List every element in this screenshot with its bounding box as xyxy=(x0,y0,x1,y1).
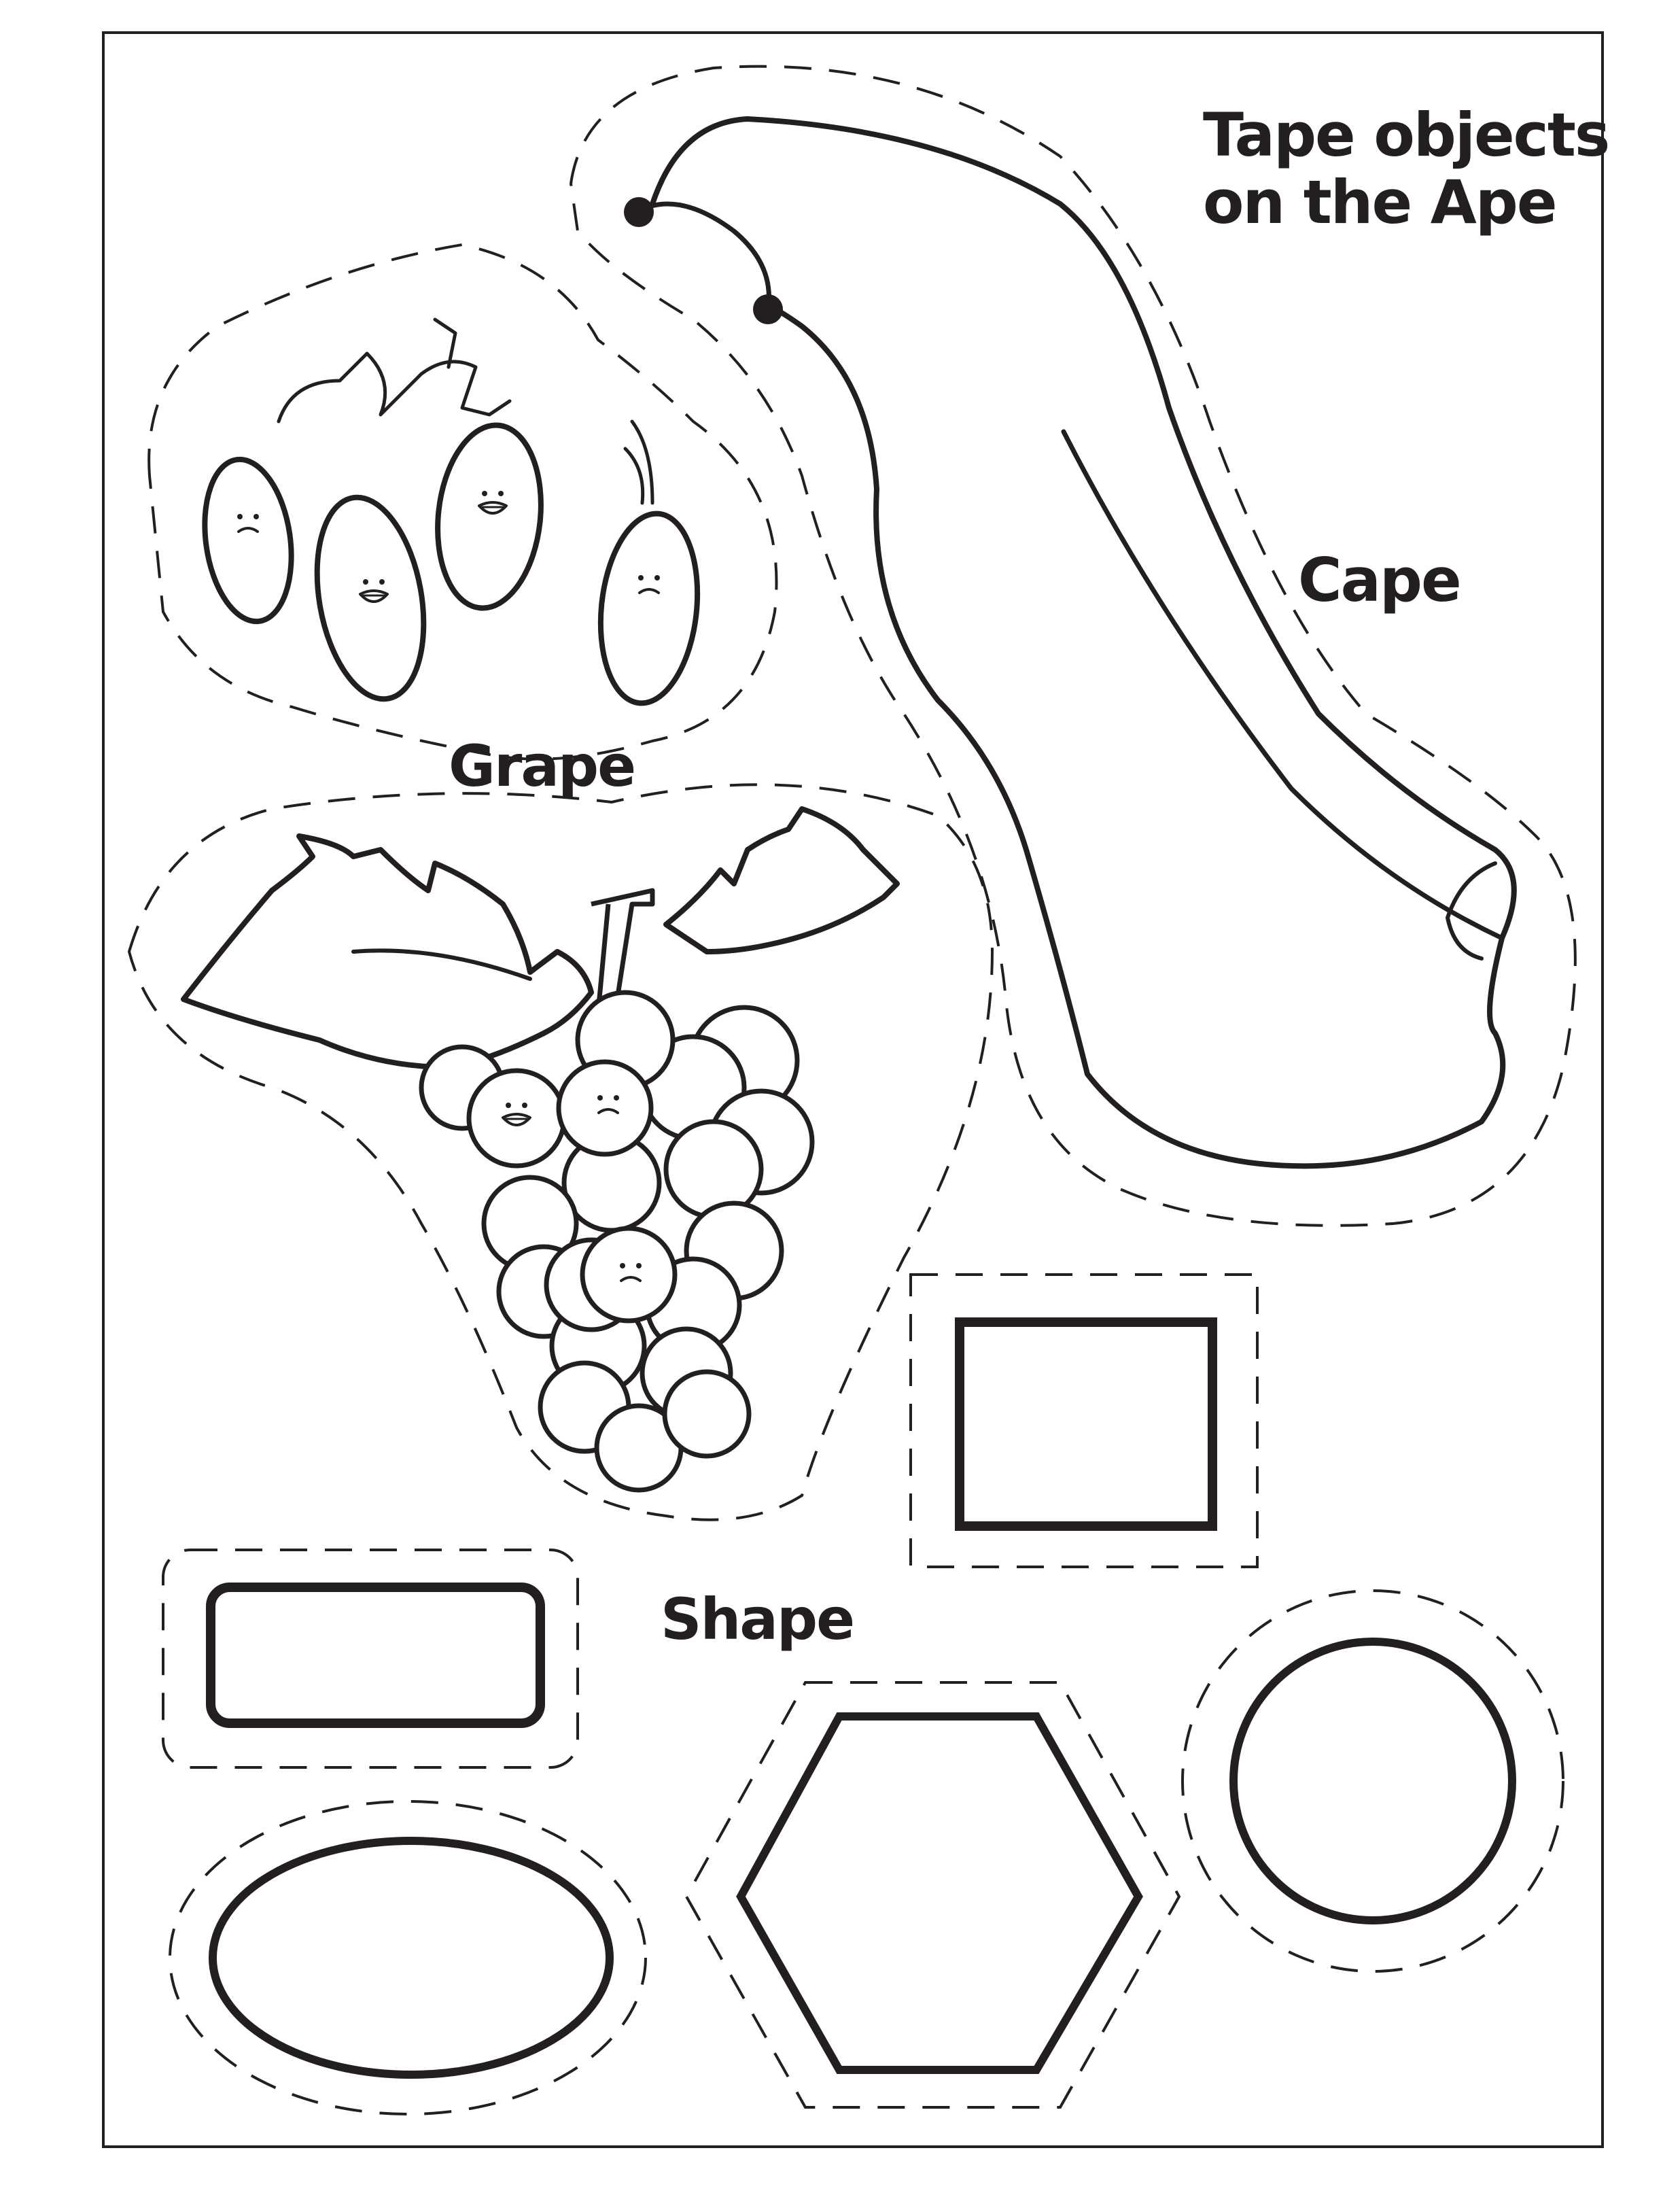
cape-tie-knot-upper xyxy=(624,197,654,227)
worksheet-title-line-1: Tape objects xyxy=(1203,100,1610,170)
hexagon-shape xyxy=(736,1712,1143,2074)
hexagon-cut-line xyxy=(684,1681,1181,2109)
page-border xyxy=(102,31,1604,2148)
grape-label: Grape xyxy=(449,733,636,799)
circle-shape xyxy=(1229,1638,1516,1924)
oval-cut-line xyxy=(169,1800,647,2115)
grape-cut-line xyxy=(147,243,778,761)
grape-leaf-right xyxy=(663,806,900,954)
cape-hem-curl xyxy=(1445,861,1497,961)
grape-cutout[interactable] xyxy=(147,243,778,761)
worksheet-title-line-2: on the Ape xyxy=(1203,167,1558,237)
cape-tie-knot-lower xyxy=(753,294,783,324)
grape-bunch-cut-line xyxy=(127,783,994,1521)
cape-cut-line xyxy=(569,65,1577,1227)
hanging-grape-3 xyxy=(435,422,544,611)
oval-shape xyxy=(209,1837,614,2079)
grape-bunch-face-berry-3 xyxy=(580,1226,678,1324)
hexagon-cutout[interactable] xyxy=(684,1681,1181,2109)
cape-cutout[interactable] xyxy=(569,65,1577,1227)
cape-fold-line xyxy=(1061,429,1505,941)
square-cut-line xyxy=(909,1273,1259,1568)
oval-cutout[interactable] xyxy=(169,1800,647,2115)
hanging-grape-4 xyxy=(597,511,701,706)
shape-label: Shape xyxy=(661,1586,855,1653)
circle-cutout[interactable] xyxy=(1181,1589,1564,1973)
hanging-grape-2 xyxy=(314,494,427,702)
grape-leaf-left-vein xyxy=(351,948,532,981)
square-cutout[interactable] xyxy=(909,1273,1259,1568)
hanging-grape-1 xyxy=(202,456,294,625)
rectangle-cut-line xyxy=(162,1549,579,1769)
rectangle-shape xyxy=(206,1583,545,1728)
circle-cut-line xyxy=(1181,1589,1564,1973)
rectangle-cutout[interactable] xyxy=(162,1549,579,1769)
grape-stem xyxy=(277,317,654,505)
cape-shape xyxy=(650,116,1517,1169)
cape-tie-string xyxy=(636,201,771,312)
worksheet-title: Tape objects on the Ape xyxy=(1203,100,1610,237)
square-shape xyxy=(955,1317,1217,1531)
cape-label: Cape xyxy=(1298,545,1462,615)
grape-bunch-cutout[interactable] xyxy=(127,783,994,1521)
grape-bunch-face-berry-2 xyxy=(556,1059,654,1157)
